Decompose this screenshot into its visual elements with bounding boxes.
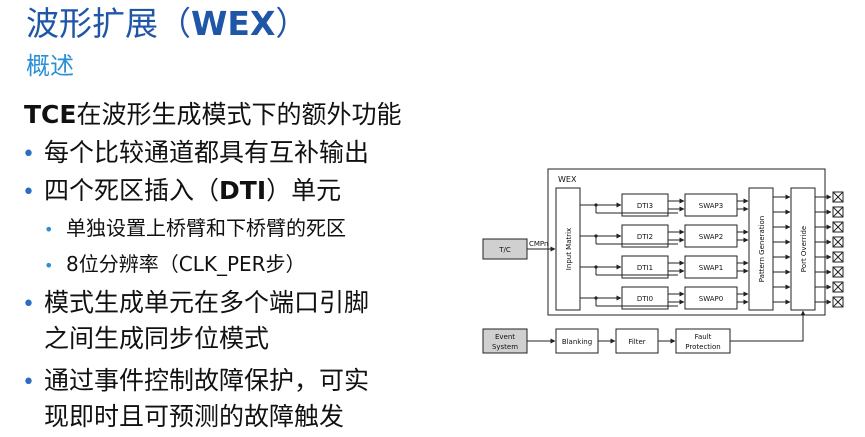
bullet-complementary-output: •每个比较通道都具有互补输出 <box>22 136 369 172</box>
dti-label: DTI2 <box>637 233 653 241</box>
swap-label: SWAP2 <box>699 233 723 241</box>
dti-label: DTI0 <box>637 295 653 303</box>
swap-box <box>684 286 738 310</box>
fault-label-line2: Protection <box>685 343 720 351</box>
swap-label: SWAP3 <box>699 202 723 210</box>
pattern-generation-label: Pattern Generation <box>758 216 766 282</box>
port-override-label: Port Override <box>800 226 808 272</box>
cmp-label: CMPn <box>529 240 548 248</box>
port-override-box <box>790 187 816 311</box>
bullet-dot: • <box>22 142 35 167</box>
swap-box <box>684 193 738 217</box>
dti-label: DTI3 <box>637 202 653 210</box>
tc-label: T/C <box>498 246 511 254</box>
bullet-fault-protection: •通过事件控制故障保护，可实现即时且可预测的故障触发 <box>22 366 370 431</box>
dti-box <box>621 255 669 279</box>
subbullet-dot: • <box>44 256 54 275</box>
blanking-label: Blanking <box>562 338 592 346</box>
event-label-line2: System <box>492 343 518 351</box>
subbullet-resolution: •8位分辨率（CLK_PER步） <box>44 250 306 280</box>
subbullet-dot: • <box>44 220 54 239</box>
swap-label: SWAP0 <box>699 295 723 303</box>
filter-box <box>615 328 659 354</box>
page-subtitle: 概述 <box>26 52 74 80</box>
bullet-dot: • <box>22 292 35 317</box>
fault-label-line1: Fault <box>695 333 712 341</box>
output-pins <box>773 191 844 308</box>
filter-label: Filter <box>628 338 645 346</box>
page-title: 波形扩展（WEX） <box>26 4 309 43</box>
lead-text: TCE在波形生成模式下的额外功能 <box>24 100 402 129</box>
bullet-dot: • <box>22 370 35 395</box>
swap-box <box>684 224 738 248</box>
bullet-dti-units: •四个死区插入（DTI）单元 <box>22 174 341 210</box>
swap-label: SWAP1 <box>699 264 723 272</box>
dti-box <box>621 193 669 217</box>
input-matrix-label: Input Matrix <box>565 228 573 270</box>
subbullet-deadtime: •单独设置上桥臂和下桥臂的死区 <box>44 214 346 244</box>
dti-box <box>621 224 669 248</box>
bullet-pattern-generation: •模式生成单元在多个端口引脚之间生成同步位模式 <box>22 288 370 353</box>
pattern-generation-box <box>748 187 774 311</box>
dti-box <box>621 286 669 310</box>
dti-label: DTI1 <box>637 264 653 272</box>
bullet-dot: • <box>22 180 35 205</box>
wex-label: WEX <box>558 175 577 184</box>
input-matrix-box <box>555 187 581 311</box>
event-label-line1: Event <box>495 333 515 341</box>
swap-box <box>684 255 738 279</box>
wex-block-diagram: WEX Input Matrix Pattern Generation Port… <box>482 168 844 354</box>
